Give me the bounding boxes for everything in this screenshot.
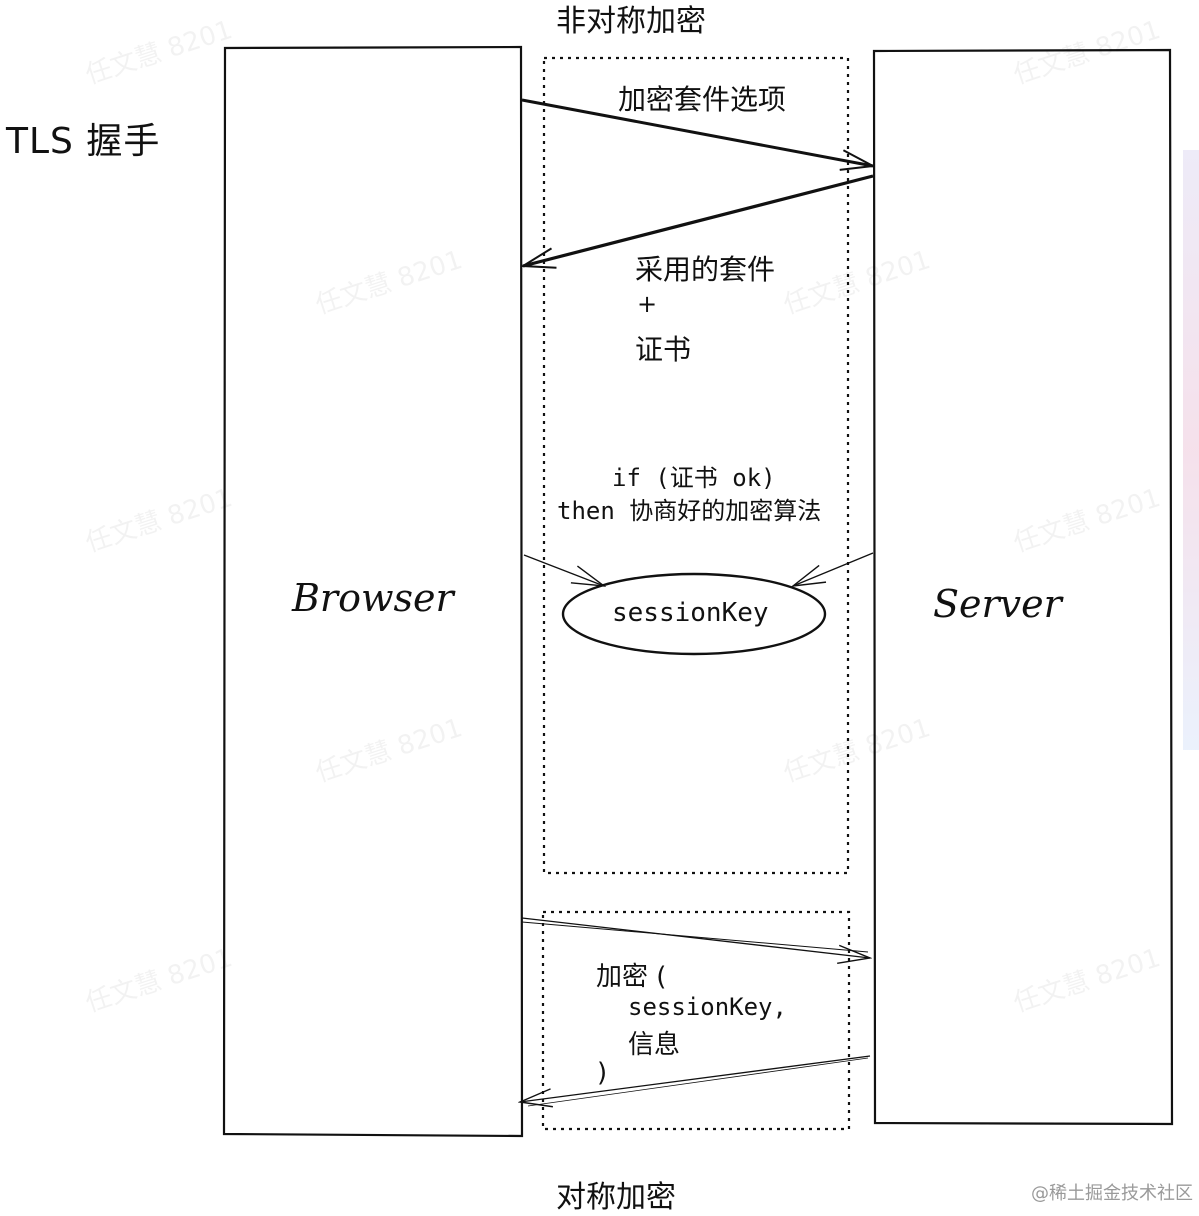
- arrow-server-to-key: [793, 552, 874, 586]
- arrow-encrypted-response: [520, 1055, 871, 1106]
- msg-plus: +: [637, 290, 658, 318]
- asymmetric-label: 非对称加密: [556, 4, 706, 39]
- encrypt-line-4: ): [597, 1058, 608, 1088]
- diagram-title: TLS 握手: [6, 121, 161, 162]
- msg-chosen-suite: 采用的套件: [635, 253, 776, 286]
- msg-cipher-options: 加密套件选项: [618, 83, 787, 116]
- session-key-ellipse: [561, 572, 827, 656]
- encrypt-line-2: sessionKey,: [628, 993, 787, 1021]
- server-box: [872, 48, 1174, 1126]
- asymmetric-region: [542, 56, 850, 875]
- browser-box: [222, 45, 524, 1138]
- symmetric-region: [541, 910, 851, 1131]
- session-key-label: sessionKey: [612, 598, 769, 628]
- arrow-browser-to-key: [523, 554, 604, 586]
- arrow-cipher-options: [521, 98, 873, 166]
- arrow-chosen-suite: [523, 174, 874, 266]
- browser-label: Browser: [292, 576, 454, 620]
- symmetric-label: 对称加密: [556, 1180, 676, 1215]
- condition-line-1: if (证书 ok): [612, 464, 776, 492]
- arrow-encrypted-request: [521, 917, 870, 958]
- source-credit: @稀土掘金技术社区: [1031, 1183, 1193, 1204]
- encrypt-line-1: 加密 (: [596, 962, 667, 992]
- server-label: Server: [933, 582, 1062, 626]
- condition-line-2: then 协商好的加密算法: [557, 497, 822, 525]
- msg-certificate: 证书: [635, 333, 692, 366]
- encrypt-line-3: 信息: [628, 1030, 681, 1060]
- edge-decoration: [1183, 150, 1199, 750]
